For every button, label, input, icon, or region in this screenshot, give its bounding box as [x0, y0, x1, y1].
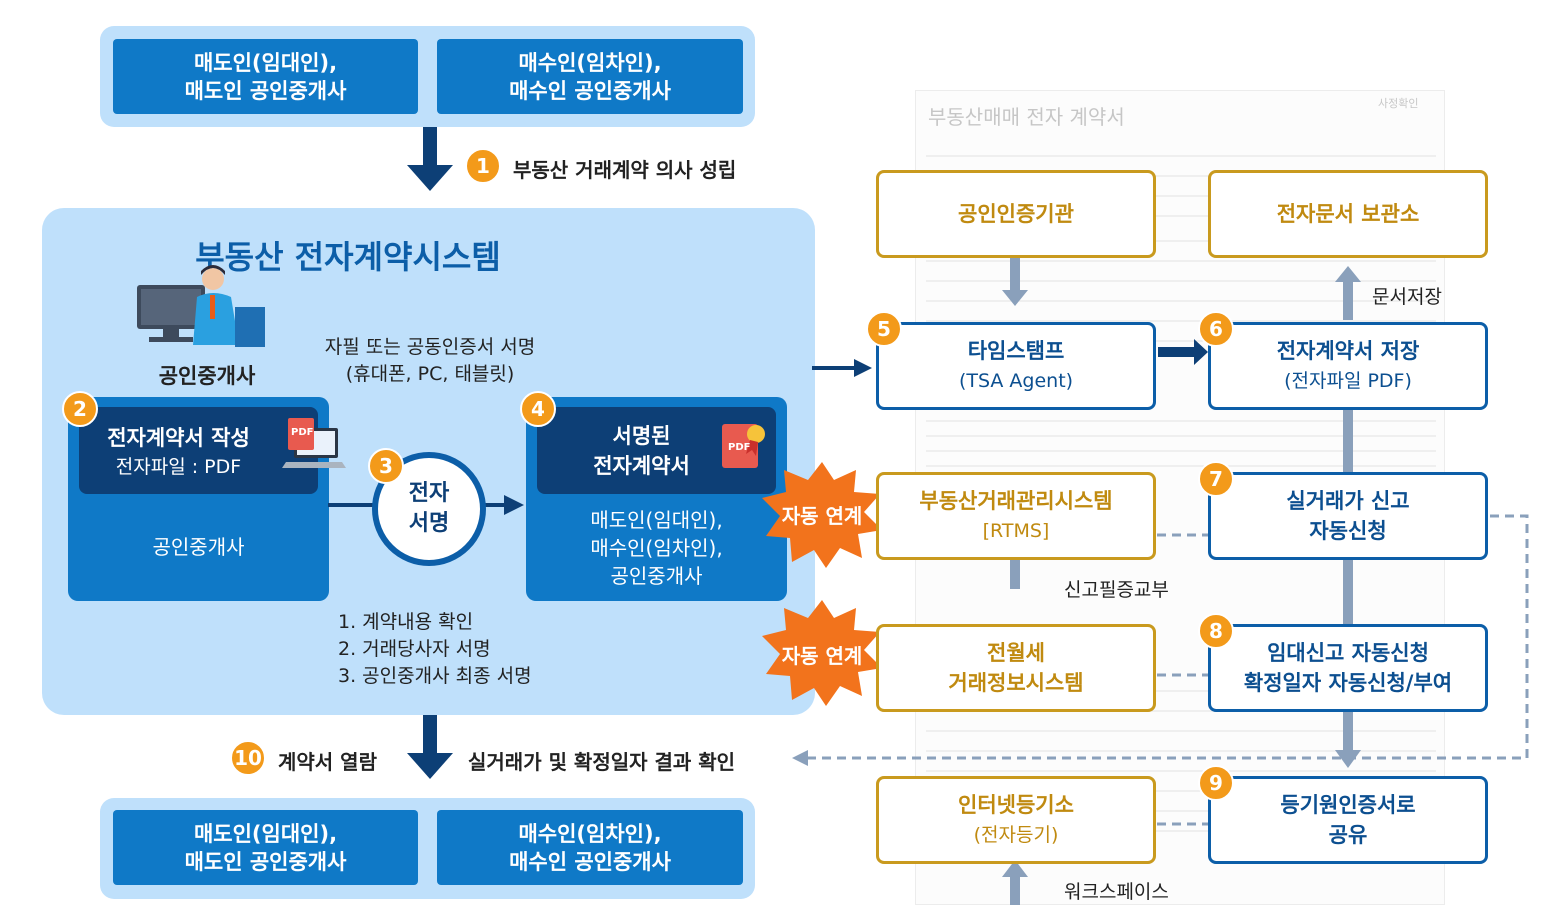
- system-title: 부동산 전자계약시스템: [195, 238, 501, 276]
- step10-label-right: 실거래가 및 확정일자 결과 확인: [468, 750, 736, 774]
- auto-link-label-2: 자동 연계: [781, 644, 863, 668]
- sign-method-note: 자필 또는 공동인증서 서명 (휴대폰, PC, 태블릿): [324, 336, 536, 385]
- report-cert-label: 신고필증교부: [1064, 579, 1169, 601]
- step4-badge: 4: [520, 391, 556, 427]
- step9-badge: 9: [1198, 765, 1234, 801]
- background-contract-title: 부동산매매 전자 계약서: [928, 105, 1125, 129]
- agent-computer-icon: [137, 265, 265, 347]
- registry-sub: (전자등기): [973, 824, 1059, 846]
- step6-sub: (전자파일 PDF): [1284, 370, 1412, 392]
- bottom-seller-box: 매도인(임대인), 매도인 공인중개사: [113, 810, 418, 885]
- step5-title: 타임스탬프: [967, 339, 1065, 363]
- step2-title: 전자계약서 작성: [107, 426, 250, 450]
- step4-certified-pdf-icon: PDF: [720, 420, 772, 476]
- bottom-buyer-box: 매수인(임차인), 매수인 공인중개사: [437, 810, 743, 885]
- lease-report-box: 임대신고 자동신청 확정일자 자동신청/부여: [1208, 624, 1488, 712]
- doc-save-label: 문서저장: [1372, 286, 1442, 308]
- sign-steps-list: 1. 계약내용 확인 2. 거래당사자 서명 3. 공인중개사 최종 서명: [338, 611, 532, 687]
- step1-label: 부동산 거래계약 의사 성립: [513, 158, 737, 182]
- rtms-box: 부동산거래관리시스템 [RTMS]: [876, 472, 1156, 560]
- step2-body: 공인중개사: [152, 535, 245, 559]
- real-price-report-box: 실거래가 신고 자동신청: [1208, 472, 1488, 560]
- step3-label: 전자 서명: [408, 481, 450, 536]
- down-arrow-step10: [407, 715, 453, 779]
- agent-label: 공인중개사: [158, 364, 256, 388]
- step2-badge: 2: [62, 391, 98, 427]
- cert-authority-label: 공인인증기관: [958, 202, 1074, 226]
- rtms-title: 부동산거래관리시스템: [919, 489, 1113, 513]
- registry-title: 인터넷등기소: [958, 793, 1074, 817]
- step1-badge: 1: [465, 148, 501, 184]
- step5-badge: 5: [866, 311, 902, 347]
- system-to-timestamp-arrow: [812, 359, 872, 377]
- step4-pdf-text: PDF: [728, 442, 751, 453]
- auto-link-label-1: 자동 연계: [781, 504, 863, 528]
- step3-badge: 3: [368, 448, 404, 484]
- step2-card-header: 전자계약서 작성 전자파일 : PDF: [79, 407, 318, 494]
- background-contract-stamp: 사정확인: [1378, 97, 1419, 110]
- step10-badge: 10: [230, 740, 266, 776]
- timestamp-box: 타임스탬프 (TSA Agent): [876, 322, 1156, 410]
- auto-link-burst-2: [762, 600, 882, 706]
- doc-archive-box: 전자문서 보관소: [1208, 170, 1488, 258]
- step6-title: 전자계약서 저장: [1276, 339, 1420, 363]
- step7-badge: 7: [1198, 461, 1234, 497]
- top-seller-box: 매도인(임대인), 매도인 공인중개사: [113, 39, 418, 114]
- workspace-label: 워크스페이스: [1064, 881, 1169, 903]
- step5-sub: (TSA Agent): [958, 370, 1074, 392]
- cert-authority-box: 공인인증기관: [876, 170, 1156, 258]
- step4-title: 서명된 전자계약서: [593, 423, 690, 478]
- rtms-sub: [RTMS]: [982, 520, 1050, 542]
- right-connectors: [792, 258, 1529, 905]
- step2-subtitle: 전자파일 : PDF: [115, 456, 242, 478]
- internet-registry-box: 인터넷등기소 (전자등기): [876, 776, 1156, 864]
- rent-info-system-box: 전월세 거래정보시스템: [876, 624, 1156, 712]
- step4-card-header: 서명된 전자계약서: [537, 407, 776, 494]
- step4-body: 매도인(임대인), 매수인(임차인), 공인중개사: [590, 508, 723, 588]
- doc-archive-label: 전자문서 보관소: [1276, 202, 1420, 226]
- step2-pdf-text: PDF: [291, 427, 314, 438]
- step8-title: 임대신고 자동신청 확정일자 자동신청/부여: [1243, 641, 1453, 695]
- step2-pdf-icon: PDF: [282, 418, 346, 478]
- step9-title: 등기원인증서로 공유: [1280, 793, 1416, 847]
- top-buyer-box: 매수인(임차인), 매수인 공인중개사: [437, 39, 743, 114]
- rent-system-label: 전월세 거래정보시스템: [948, 641, 1084, 695]
- contract-storage-box: 전자계약서 저장 (전자파일 PDF): [1208, 322, 1488, 410]
- down-arrow-step1: [407, 127, 453, 191]
- step6-badge: 6: [1198, 311, 1234, 347]
- step8-badge: 8: [1198, 613, 1234, 649]
- step3-sign-circle: 전자 서명: [372, 452, 486, 566]
- step7-title: 실거래가 신고 자동신청: [1286, 489, 1410, 543]
- auto-link-burst-1: [762, 462, 882, 568]
- registry-share-box: 등기원인증서로 공유: [1208, 776, 1488, 864]
- step10-label-left: 계약서 열람: [278, 750, 377, 774]
